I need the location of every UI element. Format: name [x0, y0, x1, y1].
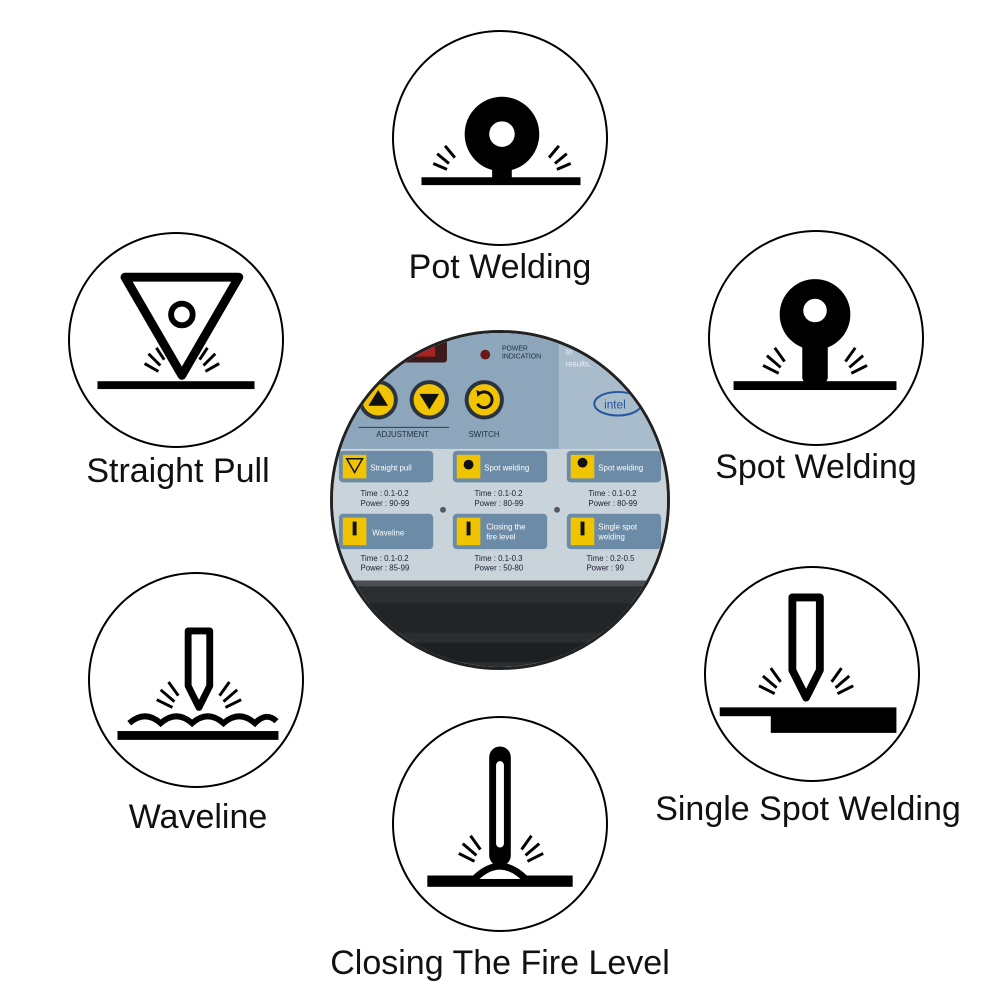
card-power: Power : 80-99	[588, 499, 637, 508]
adjustment-up-button[interactable]	[358, 380, 398, 420]
card-label: Waveline	[372, 528, 405, 537]
straight-pull-circle	[68, 232, 284, 448]
waveline-circle	[88, 572, 304, 788]
spot-welding-circle	[708, 230, 924, 446]
power-indication-label-1: POWER	[502, 346, 528, 353]
card-label: Spot welding	[598, 464, 643, 473]
card-time: Time : 0.1-0.2	[588, 489, 636, 498]
card-single-spot-welding: Single spot welding Time : 0.2-0.5 Power…	[566, 513, 662, 573]
card-waveline: Waveline Time : 0.1-0.2 Power : 85-99	[338, 513, 434, 573]
pot-welding-label: Pot Welding	[408, 248, 592, 286]
single-spot-welding-label: Single Spot Welding	[655, 790, 961, 828]
side-text-2: results.	[566, 359, 591, 368]
control-panel-photo: POWER INDICATION to results. ADJUSTMENT …	[330, 330, 670, 670]
card-time: Time : 0.1-0.2	[361, 554, 409, 563]
power-indicator-light	[480, 349, 491, 360]
closing-fire-level-icon	[427, 746, 573, 887]
card-closing-fire-level: Closing the fire level Time : 0.1-0.3 Po…	[452, 513, 548, 573]
card-label: Spot welding	[484, 464, 529, 473]
card-spot-welding-2: Spot welding Time : 0.1-0.2 Power : 80-9…	[566, 450, 662, 508]
card-spot-welding-1: Spot welding Time : 0.1-0.2 Power : 80-9…	[452, 450, 548, 508]
waveline-label: Waveline	[128, 798, 268, 836]
digital-display	[391, 333, 447, 363]
straight-pull-label: Straight Pull	[86, 452, 270, 490]
pot-welding-circle	[392, 30, 608, 246]
control-panel: POWER INDICATION to results. ADJUSTMENT …	[333, 333, 667, 667]
card-power: Power : 80-99	[474, 499, 523, 508]
pot-welding-icon	[421, 96, 581, 186]
card-straight-pull: Straight pull Time : 0.1-0.2 Power : 90-…	[338, 450, 434, 508]
card-time: Time : 0.2-0.5	[586, 554, 635, 563]
spot-welding-label: Spot Welding	[715, 448, 917, 486]
card-time: Time : 0.1-0.2	[361, 489, 409, 498]
card-label: Straight pull	[370, 464, 412, 473]
card-power: Power : 99	[586, 564, 624, 573]
adjustment-label: ADJUSTMENT	[376, 430, 429, 439]
adjustment-down-button[interactable]	[409, 380, 449, 420]
straight-pull-icon	[97, 272, 255, 390]
card-time: Time : 0.1-0.3	[474, 554, 523, 563]
switch-button[interactable]	[464, 380, 504, 420]
card-power: Power : 90-99	[361, 499, 410, 508]
card-label-line1: Closing the	[486, 522, 526, 531]
card-label-line2: fire level	[486, 532, 515, 541]
side-text-1: to	[566, 348, 573, 357]
power-indication-label-2: INDICATION	[502, 354, 541, 361]
spot-welding-icon	[733, 279, 897, 391]
switch-label: SWITCH	[469, 430, 500, 439]
card-label-line1: Single spot	[598, 522, 638, 531]
single-spot-welding-circle	[704, 566, 920, 782]
intel-logo-text: intel	[604, 399, 626, 412]
card-power: Power : 50-80	[474, 564, 523, 573]
card-time: Time : 0.1-0.2	[474, 489, 522, 498]
closing-fire-level-circle	[392, 716, 608, 932]
waveline-icon	[117, 627, 279, 740]
single-spot-welding-icon	[719, 593, 897, 733]
card-power: Power : 85-99	[361, 564, 410, 573]
card-label-line2: welding	[597, 532, 625, 541]
closing-fire-level-label: Closing The Fire Level	[330, 944, 670, 982]
